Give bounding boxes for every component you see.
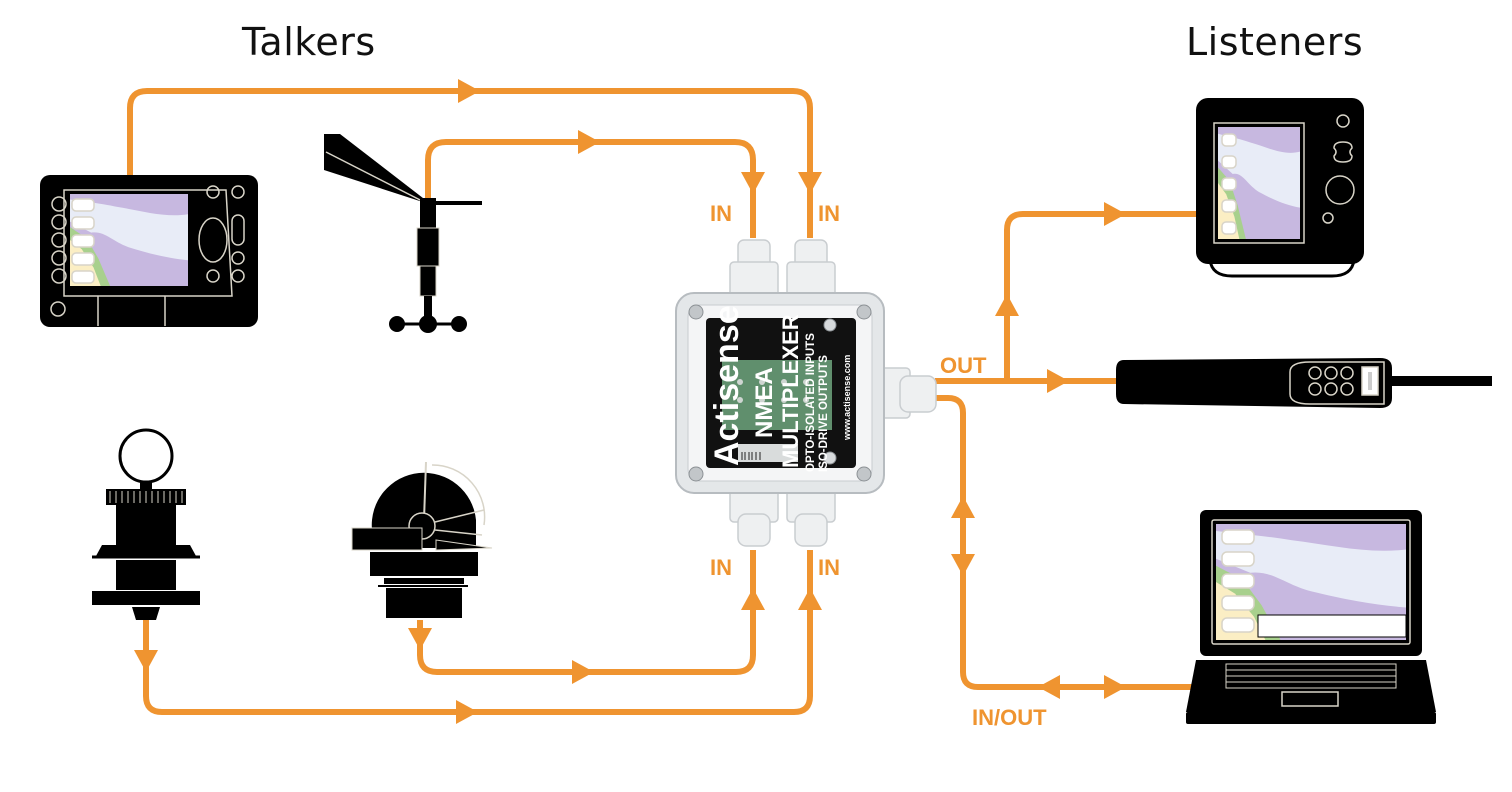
talkers-heading: Talkers <box>242 20 376 64</box>
port-label-in-top-right: IN <box>818 201 840 226</box>
arrow-right-icon <box>456 700 478 724</box>
hub-spec-line2: ISO-DRIVE OUTPUTS <box>818 355 830 472</box>
port-label-in-top-left: IN <box>710 201 732 226</box>
arrow-left-icon <box>1038 675 1060 699</box>
enclosure-screws <box>688 304 872 482</box>
wire-out-display <box>1004 211 1200 381</box>
arrow-up-icon <box>995 294 1019 316</box>
multiplexer-hub: Actisense NMEA MULTIPLEXER OPTO-ISOLATED… <box>675 239 937 547</box>
arrow-down-icon <box>951 554 975 576</box>
hub-website: www.actisense.com <box>842 355 852 441</box>
wind-sensor-device <box>324 134 482 333</box>
arrow-down-icon <box>408 628 432 650</box>
arrow-down-icon <box>134 650 158 672</box>
arrow-up-icon <box>798 588 822 610</box>
hub-product-line2: MULTIPLEXER <box>778 314 803 468</box>
port-label-in-out: IN/OUT <box>972 705 1047 730</box>
port-label-in-bottom-right: IN <box>818 555 840 580</box>
arrow-up-icon <box>951 496 975 518</box>
arrow-right-icon <box>572 660 594 684</box>
arrow-right-icon <box>1104 202 1126 226</box>
vhf-handset-device <box>1116 358 1492 408</box>
display-device <box>1196 98 1364 278</box>
arrow-right-icon <box>1047 369 1069 393</box>
arrow-right-icon <box>458 79 480 103</box>
arrow-down-icon <box>741 172 765 194</box>
arrowheads <box>134 79 1126 724</box>
compass-device <box>351 461 493 618</box>
cable-glands-bottom <box>729 487 836 547</box>
depth-transducer-device <box>92 428 200 620</box>
connector-lines <box>127 88 1200 715</box>
wire-wind-sensor <box>425 139 756 238</box>
wire-in-out-laptop <box>935 395 1200 690</box>
hub-spec-line1: OPTO-ISOLATED INPUTS <box>805 333 817 472</box>
arrow-right-icon <box>578 130 600 154</box>
arrow-right-icon <box>1104 675 1126 699</box>
chartplotter-device <box>40 175 258 327</box>
arrow-down-icon <box>798 172 822 194</box>
port-label-out: OUT <box>940 353 987 378</box>
listeners-heading: Listeners <box>1186 20 1364 64</box>
port-label-in-bottom-left: IN <box>710 555 732 580</box>
cable-glands-top <box>729 239 836 299</box>
hub-product-line1: NMEA <box>751 367 778 438</box>
arrow-up-icon <box>741 588 765 610</box>
laptop-device <box>1186 510 1436 724</box>
hub-brand: Actisense <box>708 305 746 466</box>
